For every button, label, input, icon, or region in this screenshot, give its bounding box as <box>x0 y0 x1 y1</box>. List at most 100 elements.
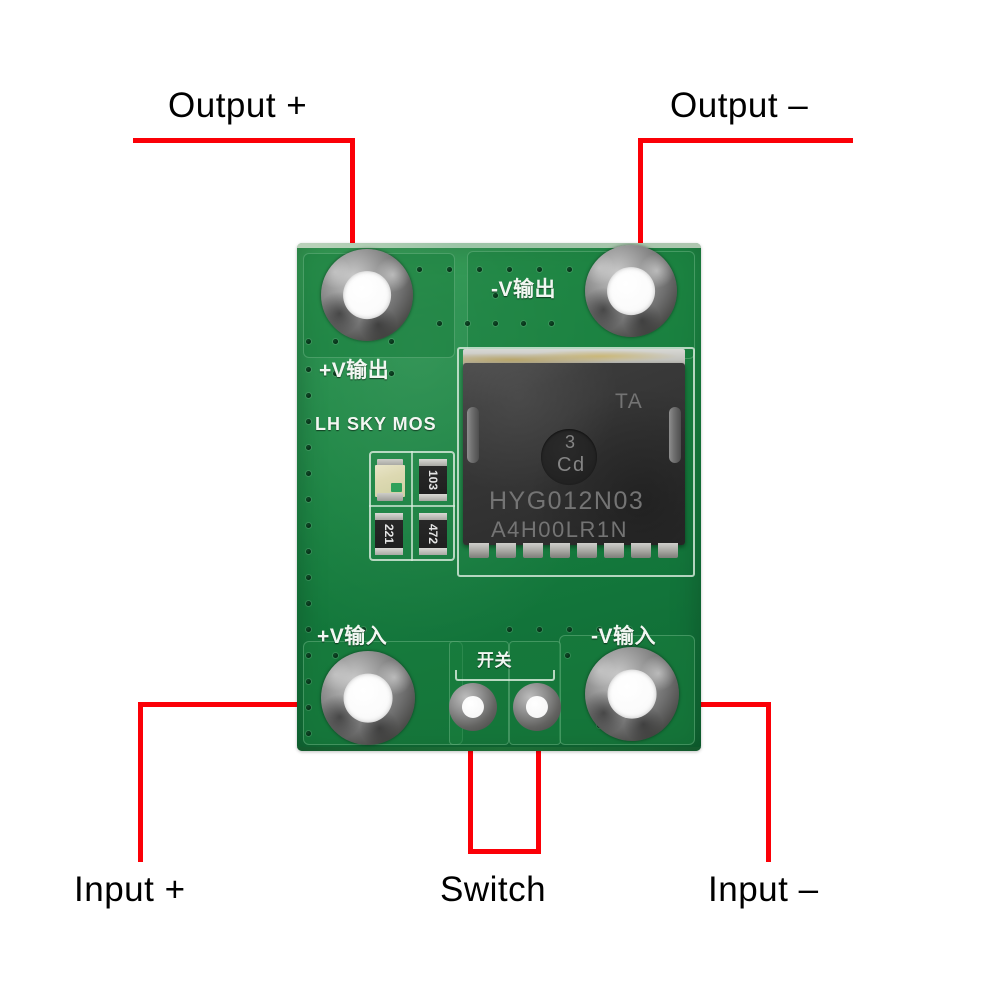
mosfet-dimple <box>541 429 597 485</box>
smd-resistor-472-marking: 472 <box>426 523 440 545</box>
smd-resistor-472-end-bottom <box>419 548 447 555</box>
via <box>306 445 311 450</box>
via <box>333 653 338 658</box>
leader-input-plus-horizontal <box>138 702 335 707</box>
via <box>507 267 512 272</box>
led-pad-top <box>377 459 403 467</box>
callout-label-output-plus: Output + <box>168 86 308 125</box>
leader-output-minus-vertical <box>638 138 643 263</box>
callout-label-input-plus: Input + <box>74 870 186 909</box>
led-pad-bottom <box>377 493 403 501</box>
silk-switch: 开关 <box>477 651 512 670</box>
silk-divider-smd-vertical <box>411 451 413 561</box>
mosfet-pin <box>550 543 570 558</box>
via <box>306 653 311 658</box>
mosfet-part-number: HYG012N03 <box>489 487 645 515</box>
mosfet-package: TA 3 Cd HYG012N03 A4H00LR1N <box>463 363 685 545</box>
mosfet-pin <box>496 543 516 558</box>
silk-input-negative: -V输入 <box>591 625 656 648</box>
via <box>447 267 452 272</box>
mosfet-pin <box>658 543 678 558</box>
via <box>306 731 311 736</box>
via <box>306 549 311 554</box>
via <box>627 627 632 632</box>
hole-texture <box>585 245 677 337</box>
via <box>549 321 554 326</box>
via <box>361 371 366 376</box>
via <box>493 293 498 298</box>
via <box>361 627 366 632</box>
via <box>333 339 338 344</box>
smd-resistor-103-end-bottom <box>419 494 447 501</box>
via <box>306 419 311 424</box>
via <box>306 601 311 606</box>
silk-output-negative: -V输出 <box>491 278 556 301</box>
mosfet-slot-left <box>467 407 479 463</box>
leader-switch-vertical-right <box>536 718 541 854</box>
via <box>306 627 311 632</box>
hole-texture <box>321 249 413 341</box>
hole-texture <box>585 647 679 741</box>
callout-label-output-minus: Output – <box>670 86 809 125</box>
smd-resistor-472-end-top <box>419 513 447 520</box>
via <box>507 627 512 632</box>
via <box>567 267 572 272</box>
via <box>477 267 482 272</box>
via <box>493 321 498 326</box>
callout-label-input-minus: Input – <box>708 870 819 909</box>
mosfet-dimple-marking-bottom: Cd <box>557 454 586 476</box>
via <box>437 321 442 326</box>
via <box>306 705 311 710</box>
switch-pad-left <box>449 683 497 731</box>
via <box>389 339 394 344</box>
via <box>537 267 542 272</box>
mosfet-pin <box>469 543 489 558</box>
via <box>306 339 311 344</box>
mosfet-dimple-marking-top: 3 <box>565 432 577 452</box>
silk-brand: LH SKY MOS <box>315 414 437 434</box>
mosfet-lot-code: A4H00LR1N <box>491 517 629 542</box>
via <box>597 627 602 632</box>
via <box>306 367 311 372</box>
via <box>417 267 422 272</box>
via <box>537 627 542 632</box>
via <box>306 471 311 476</box>
leader-input-plus-vertical <box>138 702 143 862</box>
mounting-hole-output-positive <box>321 249 413 341</box>
silk-switch-bracket <box>455 670 555 681</box>
led-die <box>391 483 402 492</box>
via <box>306 575 311 580</box>
leader-input-minus-vertical <box>766 702 771 862</box>
mosfet-pin <box>523 543 543 558</box>
via <box>306 523 311 528</box>
callout-label-switch: Switch <box>440 870 547 909</box>
via <box>389 371 394 376</box>
mosfet-solder-tab <box>463 349 685 367</box>
switch-pad-right <box>513 683 561 731</box>
mounting-hole-input-positive <box>321 651 415 745</box>
leader-input-minus-horizontal <box>676 702 771 707</box>
smd-resistor-103-marking: 103 <box>426 469 440 491</box>
leader-output-minus-horizontal <box>638 138 853 143</box>
pcb-board: -V输出 +V输出 LH SKY MOS +V输入 -V输入 开关 103 22… <box>297 243 701 751</box>
via <box>465 321 470 326</box>
via <box>306 393 311 398</box>
mosfet-pin <box>631 543 651 558</box>
silk-input-positive: +V输入 <box>317 625 388 648</box>
mounting-hole-output-negative <box>585 245 677 337</box>
hole-texture <box>321 651 415 745</box>
leader-output-plus-horizontal <box>133 138 355 143</box>
leader-switch-horizontal <box>468 849 541 854</box>
silk-output-positive: +V输出 <box>319 359 390 382</box>
via <box>567 627 572 632</box>
mosfet-marking-ta: TA <box>615 390 644 413</box>
via <box>565 653 570 658</box>
smd-resistor-103-end-top <box>419 459 447 466</box>
smd-resistor-221-end-bottom <box>375 548 403 555</box>
smd-resistor-221-marking: 221 <box>382 523 396 545</box>
via <box>306 679 311 684</box>
via <box>521 321 526 326</box>
via <box>306 497 311 502</box>
mosfet-pin <box>604 543 624 558</box>
